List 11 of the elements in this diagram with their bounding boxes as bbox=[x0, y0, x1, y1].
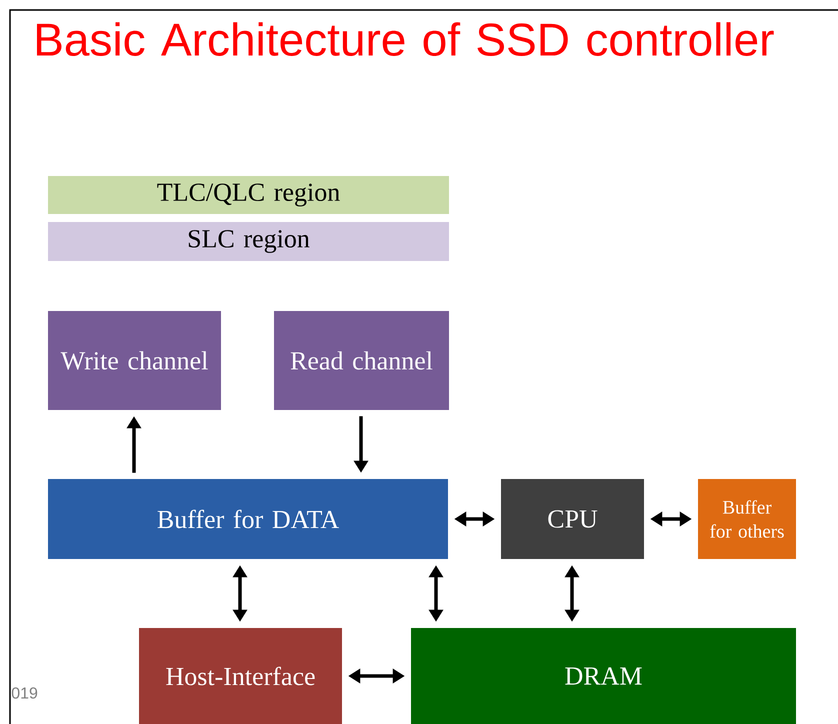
title: Basic Architecture of SSD controller bbox=[36, 22, 774, 56]
cpu-box: CPU bbox=[501, 479, 644, 559]
buffer-box: Buffer for DATA bbox=[48, 479, 448, 559]
channel-box: Write channel bbox=[48, 311, 221, 410]
dram-box: DRAM bbox=[411, 628, 796, 724]
buffer-box: Buffer for others bbox=[698, 479, 796, 559]
region-band: SLC region bbox=[48, 222, 449, 261]
interface-box: Host-Interface bbox=[139, 628, 342, 724]
region-band: TLC/QLC region bbox=[48, 176, 449, 214]
channel-box: Read channel bbox=[274, 311, 449, 410]
footer-text: 019 bbox=[12, 687, 38, 699]
